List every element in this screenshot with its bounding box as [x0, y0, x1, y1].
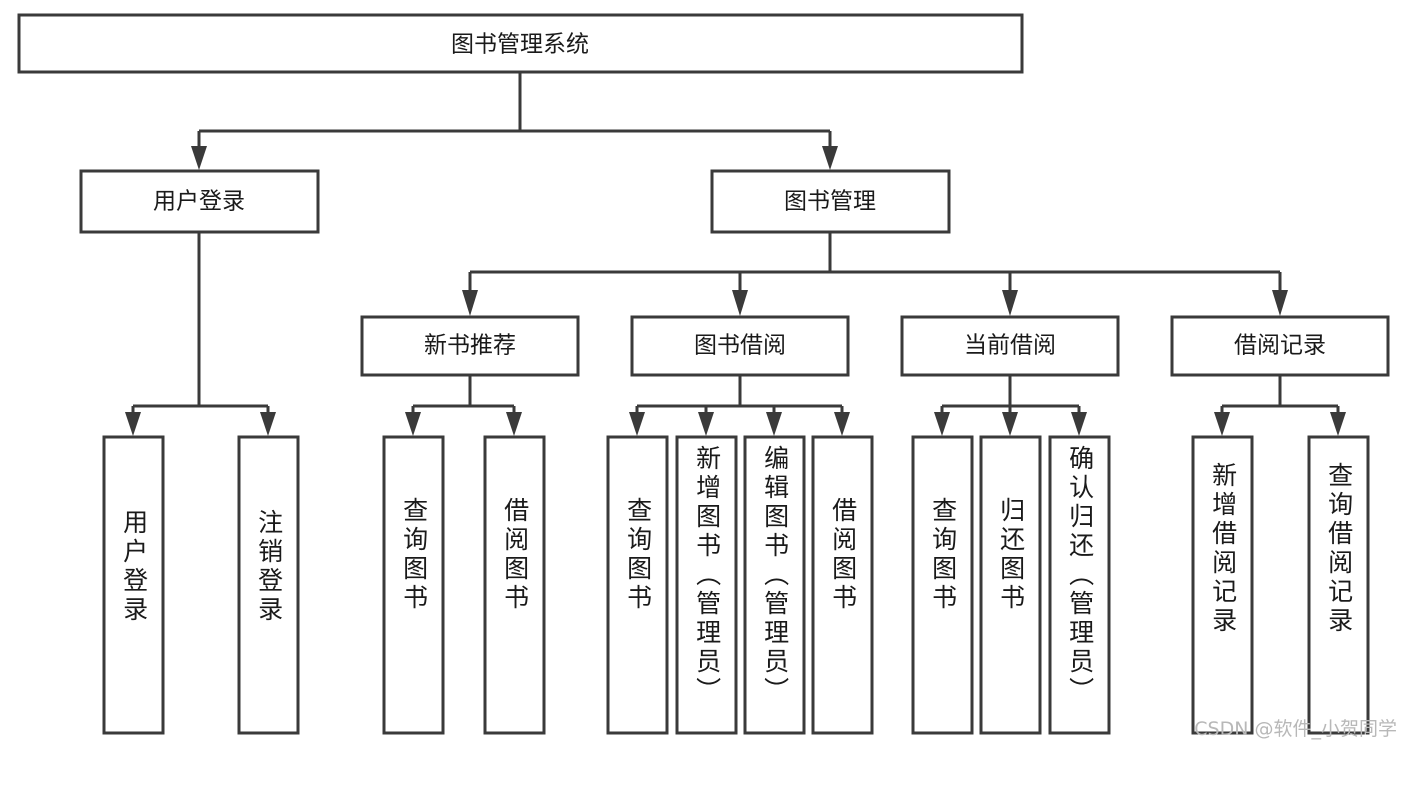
- node-book-borrow-box[interactable]: [630, 315, 850, 377]
- node-leaf-borrow-book-1-box[interactable]: [483, 435, 546, 735]
- node-root-label: 图书管理系统: [451, 32, 589, 58]
- node-leaf-query-book-1-box[interactable]: [382, 435, 445, 735]
- arrow-head-current-borrow: [1002, 290, 1018, 316]
- arrow-head-leaf-user-login: [125, 412, 141, 436]
- connector-borrow-record-to-leaves: [1214, 375, 1346, 436]
- node-current-borrow-label: 当前借阅: [964, 333, 1056, 359]
- arrow-head-leaf-edit-book: [766, 412, 782, 436]
- leaf-boxes: [102, 435, 1370, 735]
- arrow-head-borrow-record: [1272, 290, 1288, 316]
- arrow-head-new-book-rec: [462, 290, 478, 316]
- node-new-book-rec[interactable]: 新书推荐: [360, 315, 580, 377]
- node-leaf-query-book-2-box[interactable]: [606, 435, 669, 735]
- arrow-head-user-login: [191, 146, 207, 170]
- node-user-login-box[interactable]: [79, 169, 320, 234]
- arrow-head-leaf-borrow-book-2: [834, 412, 850, 436]
- connector-root-to-level2: [191, 72, 838, 170]
- arrow-head-leaf-add-book: [698, 412, 714, 436]
- node-leaf-confirm-return-box[interactable]: [1048, 435, 1111, 735]
- node-leaf-logout-box[interactable]: [237, 435, 300, 735]
- arrow-head-leaf-query-book-1: [405, 412, 421, 436]
- node-user-login-label: 用户登录: [153, 189, 245, 215]
- node-leaf-return-book-box[interactable]: [979, 435, 1042, 735]
- arrow-head-leaf-confirm-return: [1071, 412, 1087, 436]
- arrow-head-leaf-query-book-2: [629, 412, 645, 436]
- node-new-book-rec-label: 新书推荐: [424, 333, 516, 359]
- node-book-manage-box[interactable]: [710, 169, 951, 234]
- node-book-borrow-label: 图书借阅: [694, 333, 786, 359]
- connector-book-manage-to-level3: [462, 232, 1288, 316]
- node-user-login[interactable]: 用户登录: [79, 169, 320, 234]
- node-borrow-record-box[interactable]: [1170, 315, 1390, 377]
- watermark-text: CSDN @软件_小贺同学: [1194, 718, 1397, 740]
- connector-book-borrow-to-leaves: [629, 375, 850, 436]
- node-borrow-record-label: 借阅记录: [1234, 333, 1326, 359]
- arrow-head-book-borrow: [732, 290, 748, 316]
- arrow-head-leaf-query-record: [1330, 412, 1346, 436]
- node-current-borrow-box[interactable]: [900, 315, 1120, 377]
- node-borrow-record[interactable]: 借阅记录: [1170, 315, 1390, 377]
- node-leaf-query-book-3-box[interactable]: [911, 435, 974, 735]
- arrow-head-leaf-borrow-book-1: [506, 412, 522, 436]
- node-leaf-add-book-box[interactable]: [675, 435, 738, 735]
- node-root[interactable]: 图书管理系统: [17, 13, 1024, 74]
- tree-diagram-svg: 图书管理系统 用户登录 图书管理 新书推荐 图书借阅 当前借阅 借阅记录: [17, 13, 1390, 735]
- node-current-borrow[interactable]: 当前借阅: [900, 315, 1120, 377]
- node-leaf-edit-book-box[interactable]: [743, 435, 806, 735]
- arrow-head-leaf-return-book: [1002, 412, 1018, 436]
- node-root-box[interactable]: [17, 13, 1024, 74]
- node-leaf-borrow-book-2-box[interactable]: [811, 435, 874, 735]
- node-leaf-query-record-box[interactable]: [1307, 435, 1370, 735]
- diagram-canvas: 图书管理系统 用户登录 图书管理 新书推荐 图书借阅 当前借阅 借阅记录: [17, 13, 1397, 740]
- arrow-head-leaf-logout: [260, 412, 276, 436]
- node-book-manage[interactable]: 图书管理: [710, 169, 951, 234]
- arrow-head-leaf-query-book-3: [934, 412, 950, 436]
- node-new-book-rec-box[interactable]: [360, 315, 580, 377]
- node-book-borrow[interactable]: 图书借阅: [630, 315, 850, 377]
- connector-current-borrow-to-leaves: [934, 375, 1087, 436]
- arrow-head-leaf-add-record: [1214, 412, 1230, 436]
- node-leaf-add-record-box[interactable]: [1191, 435, 1254, 735]
- node-leaf-user-login-box[interactable]: [102, 435, 165, 735]
- arrow-head-book-manage: [822, 146, 838, 170]
- connector-new-book-rec-to-leaves: [405, 375, 522, 436]
- connector-user-login-to-leaves: [125, 232, 276, 436]
- node-book-manage-label: 图书管理: [784, 189, 876, 215]
